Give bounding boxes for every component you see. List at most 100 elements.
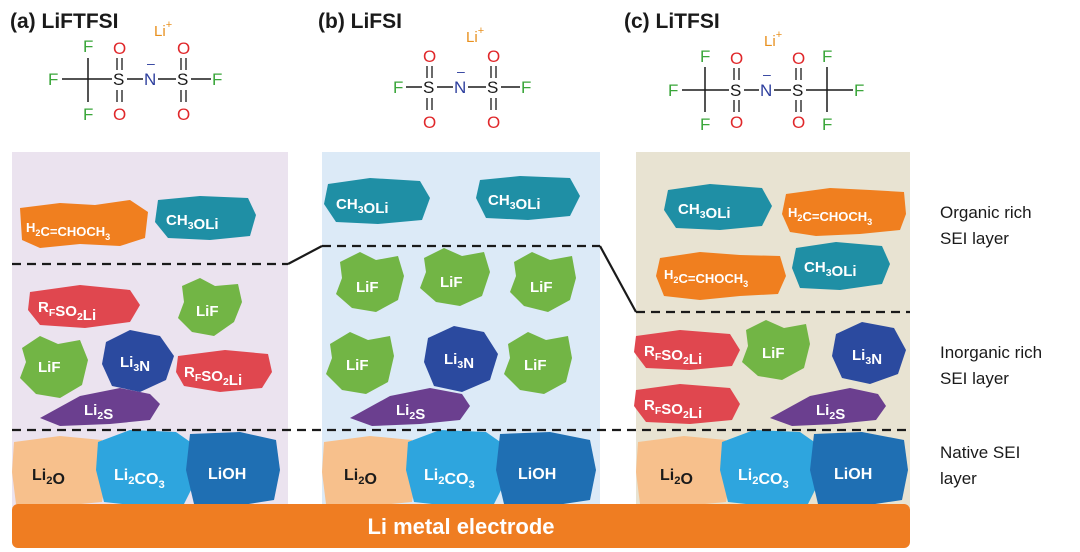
panel-b-organic: CH3OLi CH3OLi <box>324 176 580 224</box>
layer-legend: Organic rich SEI layer Inorganic rich SE… <box>940 203 1042 488</box>
fluorine-atom: F <box>822 47 832 66</box>
species-label: Li3N <box>120 354 150 375</box>
li2co3-blob <box>406 430 506 506</box>
species-label: Li2CO3 <box>424 467 475 491</box>
lif-blob <box>326 332 394 394</box>
species-label: LiF <box>346 357 369 374</box>
li2s-blob <box>350 388 470 426</box>
li2o-blob <box>12 436 108 506</box>
lioh-blob <box>496 432 596 506</box>
h2c-chococh3-blob <box>656 252 786 300</box>
h2c-chococh3-blob <box>20 200 148 248</box>
fluorine-atom: F <box>700 115 710 134</box>
species-label: Li2S <box>396 402 425 423</box>
species-label: H2C=CHOCH3 <box>788 205 872 227</box>
species-label: Li2O <box>32 467 65 488</box>
species-label: Li3N <box>852 347 882 368</box>
fluorine-atom: F <box>83 105 93 124</box>
fluorine-atom: F <box>393 78 403 97</box>
sulfur-atom: S <box>177 70 188 89</box>
li2o-blob <box>322 436 418 506</box>
panel-c-title: (c) LiTFSI <box>624 10 720 33</box>
species-label: Li2S <box>84 402 113 423</box>
oxygen-atom: O <box>792 49 805 68</box>
ch3oli-blob <box>664 184 772 230</box>
panel-b-title: (b) LiFSI <box>318 10 402 33</box>
oxygen-atom: O <box>177 105 190 124</box>
oxygen-atom: O <box>423 47 436 66</box>
fluorine-atom: F <box>700 47 710 66</box>
species-label: LiF <box>762 345 785 362</box>
panel-b-native: Li2O Li2CO3 LiOH <box>322 430 596 506</box>
ch3oli-blob <box>476 176 580 220</box>
species-label: Li2O <box>344 467 377 488</box>
sulfur-atom: S <box>730 81 741 100</box>
rfso2li-blob <box>634 330 740 370</box>
lithium-cation: Li+ <box>466 25 484 46</box>
species-label: CH3OLi <box>166 212 219 233</box>
rfso2li-blob <box>28 285 140 328</box>
oxygen-atom: O <box>113 105 126 124</box>
nitrogen-atom: N <box>144 70 156 89</box>
li2co3-blob <box>96 430 196 506</box>
panel-c-native: Li2O Li2CO3 LiOH <box>636 430 908 506</box>
species-label: RFSO2Li <box>644 343 702 368</box>
species-label: Li2CO3 <box>738 467 789 491</box>
oxygen-atom: O <box>730 113 743 132</box>
panel-b-inorganic: LiF LiF LiF LiF Li3N LiF Li2S <box>326 248 576 426</box>
lif-blob <box>510 252 576 312</box>
svg-text:–: – <box>457 63 465 79</box>
species-label: RFSO2Li <box>644 397 702 422</box>
li2s-blob <box>770 388 886 426</box>
organic-layer-label-line1: Organic rich <box>940 203 1032 222</box>
species-label: H2C=CHOCH3 <box>26 220 110 242</box>
species-label: LiF <box>38 359 61 376</box>
panel-a-organic: H2C=CHOCH3 CH3OLi <box>20 196 256 248</box>
oxygen-atom: O <box>730 49 743 68</box>
li3n-blob <box>832 322 906 384</box>
electrode-label: Li metal electrode <box>367 514 554 539</box>
oxygen-atom: O <box>792 113 805 132</box>
ch3oli-blob <box>792 242 890 290</box>
lioh-blob <box>186 432 280 506</box>
svg-text:–: – <box>763 66 771 82</box>
rfso2li-blob <box>176 350 272 392</box>
oxygen-atom: O <box>177 39 190 58</box>
species-label: LiOH <box>518 466 556 483</box>
fluorine-atom: F <box>212 70 222 89</box>
lithium-cation: Li+ <box>154 19 172 40</box>
species-label: Li2CO3 <box>114 467 165 491</box>
lithium-cation: Li+ <box>764 29 782 50</box>
h2c-chococh3-blob <box>782 188 906 236</box>
nitrogen-atom: N <box>760 81 772 100</box>
panel-c-inorganic: RFSO2Li LiF Li3N RFSO2Li Li2S <box>634 320 906 426</box>
species-label: CH3OLi <box>488 192 541 213</box>
molecule-b: Li+ F S O O N – S O O F <box>393 25 531 132</box>
lif-blob <box>20 336 88 398</box>
species-label: LiF <box>524 357 547 374</box>
svg-text:–: – <box>147 55 155 71</box>
oxygen-atom: O <box>113 39 126 58</box>
species-label: LiOH <box>834 466 872 483</box>
li3n-blob <box>102 330 174 392</box>
panel-a-native: Li2O Li2CO3 LiOH <box>12 430 280 506</box>
species-label: RFSO2Li <box>184 364 242 389</box>
lif-blob <box>504 332 572 394</box>
oxygen-atom: O <box>487 113 500 132</box>
species-label: LiF <box>440 274 463 291</box>
sulfur-atom: S <box>792 81 803 100</box>
lioh-blob <box>810 432 908 506</box>
panel-c-organic: CH3OLi H2C=CHOCH3 H2C=CHOCH3 CH3OLi <box>656 184 906 300</box>
species-label: CH3OLi <box>804 259 857 280</box>
species-label: Li2O <box>660 467 693 488</box>
panel-a-inorganic: RFSO2Li LiF LiF Li3N RFSO2Li Li2S <box>20 278 272 426</box>
li-metal-electrode <box>12 504 910 548</box>
rfso2li-blob <box>634 384 740 424</box>
lif-blob <box>420 248 490 306</box>
species-label: CH3OLi <box>678 201 731 222</box>
species-label: Li3N <box>444 351 474 372</box>
fluorine-atom: F <box>668 81 678 100</box>
fluorine-atom: F <box>83 37 93 56</box>
